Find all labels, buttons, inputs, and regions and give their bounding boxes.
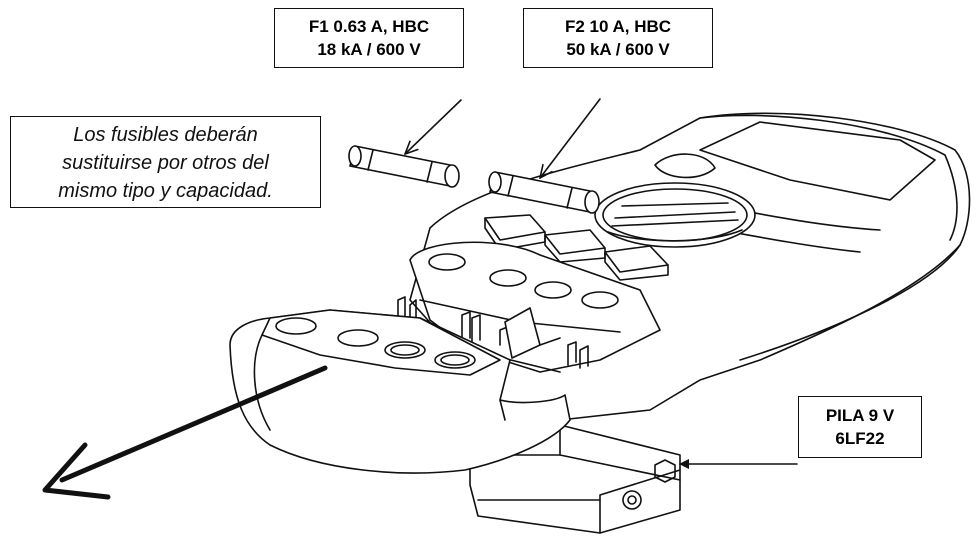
note-line-3: mismo tipo y capacidad. [58, 180, 273, 202]
fuse-f1-rating: F1 0.63 A, HBC [308, 17, 430, 36]
fuse-f1-breaking-capacity: 18 kA / 600 V [317, 40, 421, 59]
note-line-1: Los fusibles deberán [73, 124, 258, 146]
battery-snap-terminal-icon [654, 459, 676, 483]
arrow-f1-icon [405, 99, 462, 154]
battery-spec-label: PILA 9 V 6LF22 [798, 396, 922, 458]
fuse-replacement-note: Los fusibles deberán sustituirse por otr… [10, 116, 321, 208]
detached-cover [229, 309, 571, 474]
fuse-f1-spec-label: F1 0.63 A, HBC 18 kA / 600 V [274, 8, 464, 68]
fuse-f2-rating: F2 10 A, HBC [564, 17, 672, 36]
display-window [699, 121, 936, 201]
arrow-f2-icon [540, 98, 601, 178]
rotary-selector-dial [594, 182, 756, 248]
cover-hole-1 [275, 317, 317, 335]
meter-buttons [484, 214, 669, 281]
battery-type: 6LF22 [835, 429, 885, 448]
cover-hole-3 [384, 341, 426, 359]
fuse-f2-breaking-capacity: 50 kA / 600 V [566, 40, 670, 59]
note-line-2: sustituirse por otros del [62, 152, 269, 174]
fuse-f2-spec-label: F2 10 A, HBC 50 kA / 600 V [523, 8, 713, 68]
fuse-f2 [488, 171, 600, 214]
battery-voltage: PILA 9 V [825, 406, 895, 425]
fuse-clips [397, 296, 589, 369]
fuse-f1 [348, 145, 460, 188]
cover-hole-2 [337, 329, 379, 347]
cover-hole-4 [434, 351, 476, 369]
cover-removal-arrow-icon [42, 365, 328, 500]
battery-round-terminal-icon [622, 490, 642, 510]
